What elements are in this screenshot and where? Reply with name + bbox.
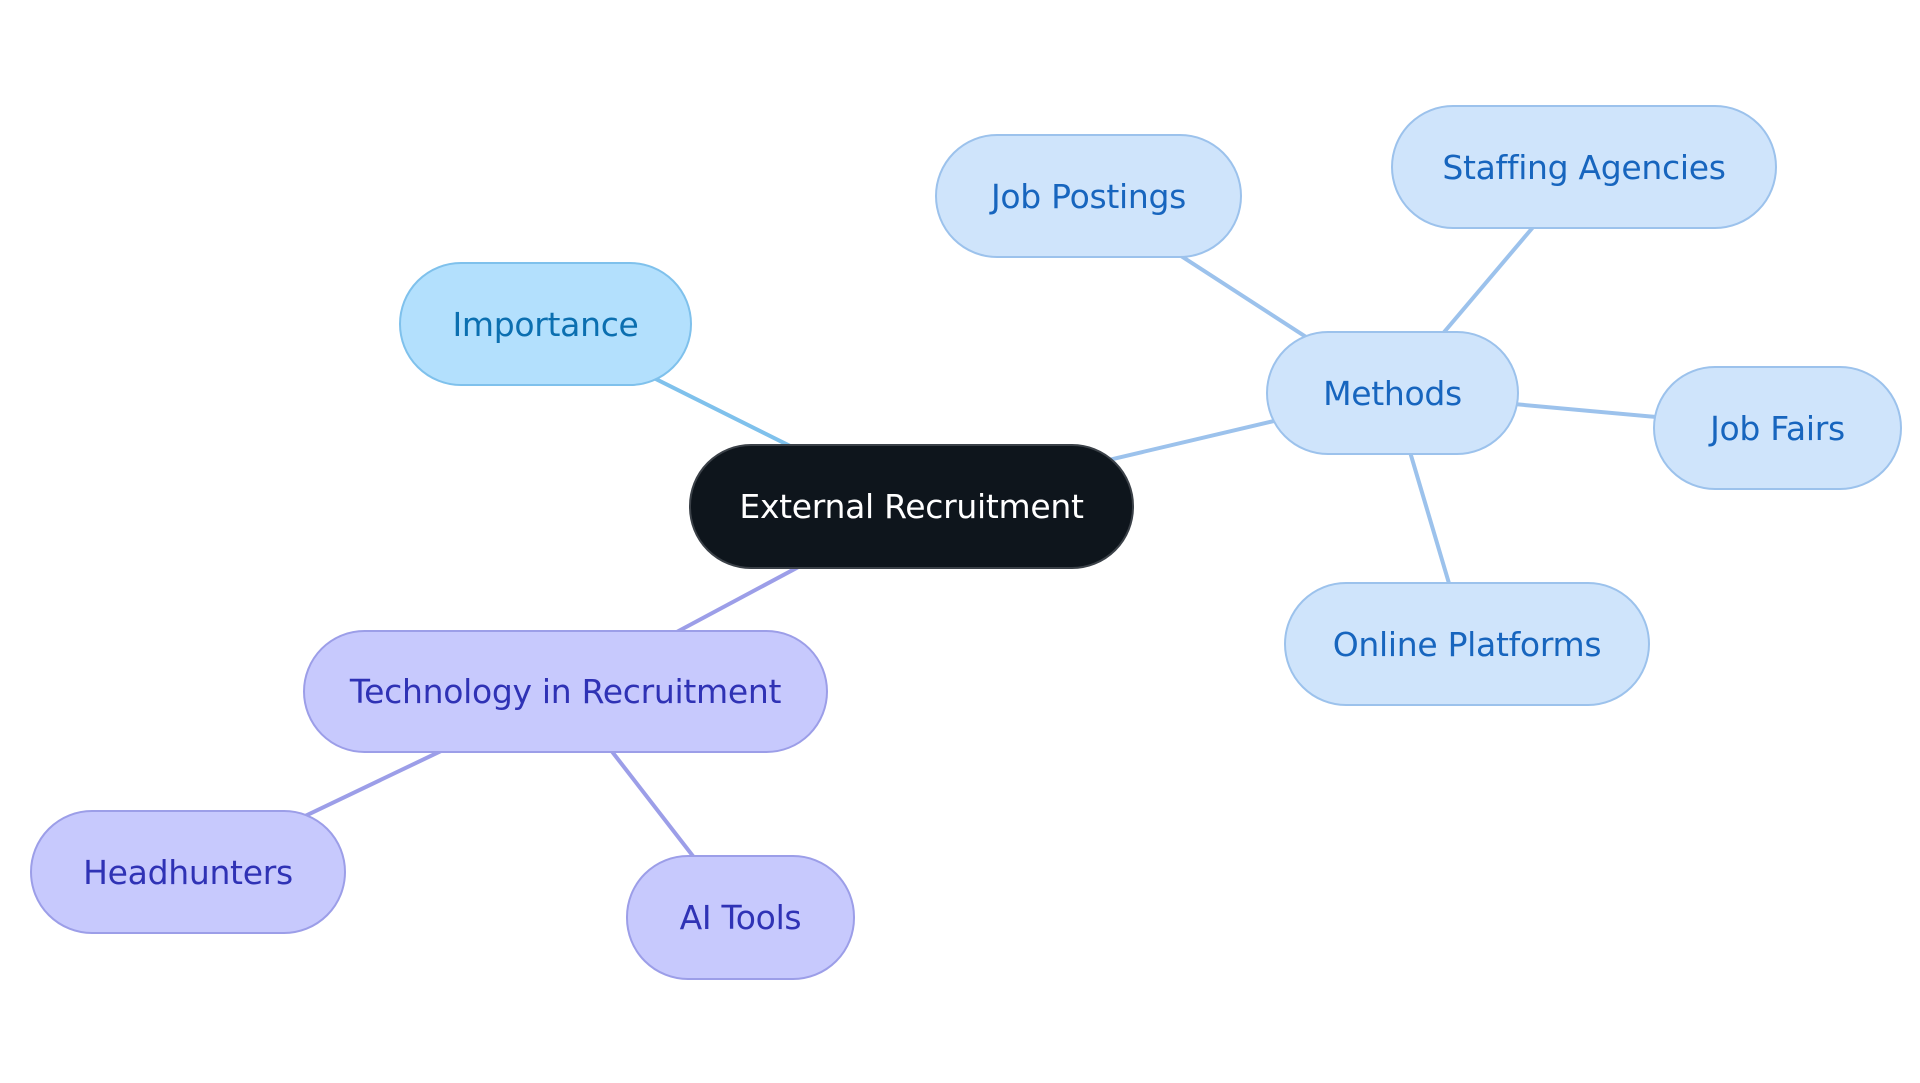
node-label: External Recruitment [739,487,1084,526]
node-label: Headhunters [83,852,293,892]
node-label: Staffing Agencies [1442,147,1726,187]
node-methods[interactable]: Methods [1266,331,1519,455]
node-label: Job Fairs [1710,408,1845,448]
node-ai-tools[interactable]: AI Tools [626,855,855,980]
node-label: Online Platforms [1332,624,1602,664]
node-headhunters[interactable]: Headhunters [30,810,346,934]
node-online-platforms[interactable]: Online Platforms [1284,582,1650,706]
node-job-postings[interactable]: Job Postings [935,134,1242,258]
root-node-external-recruitment[interactable]: External Recruitment [689,444,1134,569]
node-staffing-agencies[interactable]: Staffing Agencies [1391,105,1777,229]
node-job-fairs[interactable]: Job Fairs [1653,366,1902,490]
node-importance[interactable]: Importance [399,262,692,386]
node-label: Job Postings [990,176,1187,216]
node-technology-in-recruitment[interactable]: Technology in Recruitment [303,630,828,753]
node-label: Importance [452,304,639,344]
node-label: Technology in Recruitment [349,672,782,711]
node-label: Methods [1323,373,1462,413]
node-label: AI Tools [679,898,802,937]
